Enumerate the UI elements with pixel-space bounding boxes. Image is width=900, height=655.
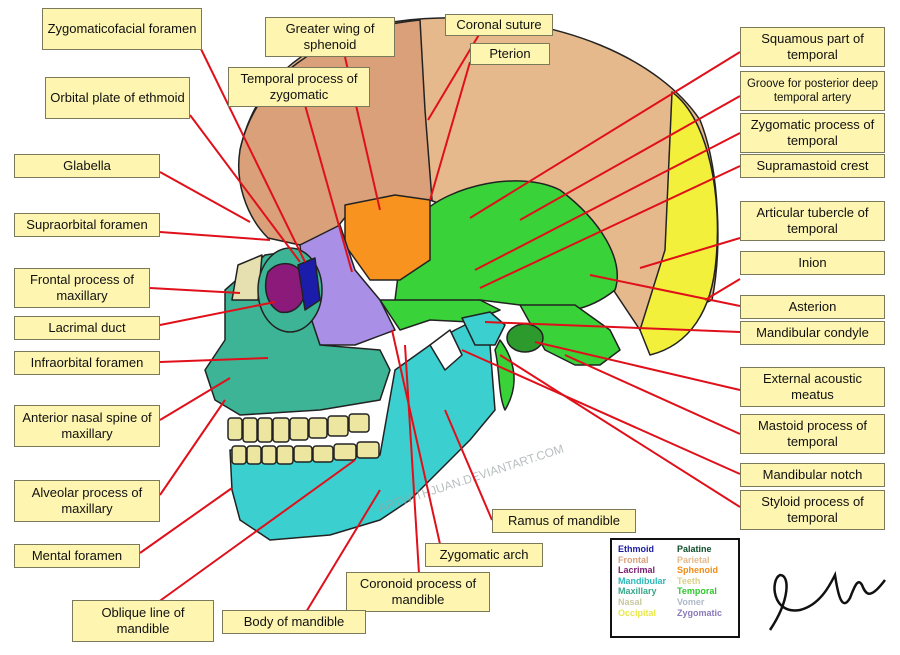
legend-item-vomer: Vomer — [677, 596, 705, 607]
nasal-bone — [231, 254, 263, 301]
label-zygomatic-process-of-temporal: Zygomatic process of temporal — [740, 113, 885, 153]
legend-item-sphenoid: Sphenoid — [677, 565, 718, 576]
label-pterion: Pterion — [470, 43, 550, 65]
label-anterior-nasal-spine-of-maxillary: Anterior nasal spine of maxillary — [14, 405, 160, 447]
legend-item-teeth: Teeth — [677, 575, 701, 586]
label-lacrimal-duct: Lacrimal duct — [14, 316, 160, 340]
label-supramastoid-crest: Supramastoid crest — [740, 154, 885, 178]
legend-item-lacrimal: Lacrimal — [618, 565, 656, 576]
label-glabella: Glabella — [14, 154, 160, 178]
upper-teeth — [227, 413, 370, 443]
label-groove-posterior-deep-temporal-artery: Groove for posterior deep temporal arter… — [740, 71, 885, 111]
lower-teeth — [231, 441, 380, 465]
label-alveolar-process-of-maxillary: Alveolar process of maxillary — [14, 480, 160, 522]
legend-item-maxillary: Maxillary — [618, 586, 657, 597]
label-inion: Inion — [740, 251, 885, 275]
coronoid-process — [429, 329, 463, 371]
label-mastoid-process-of-temporal: Mastoid process of temporal — [740, 414, 885, 454]
sphenoid-bone — [344, 194, 431, 281]
label-zygomatic-arch: Zygomatic arch — [425, 543, 543, 567]
label-coronoid-process-of-mandible: Coronoid process of mandible — [346, 572, 490, 612]
mandible-bone — [229, 319, 496, 541]
legend-item-occipital: Occipital — [618, 607, 657, 618]
label-oblique-line-of-mandible: Oblique line of mandible — [72, 600, 214, 642]
label-squamous-part-of-temporal: Squamous part of temporal — [740, 27, 885, 67]
mastoid-process — [519, 304, 621, 366]
legend-item-parietal: Parietal — [677, 554, 710, 565]
legend-item-temporal: Temporal — [677, 586, 717, 597]
legend-item-zygomatic: Zygomatic — [677, 607, 723, 618]
label-ramus-of-mandible: Ramus of mandible — [492, 509, 636, 533]
acoustic-meatus — [506, 323, 544, 353]
label-styloid-process-of-temporal: Styloid process of temporal — [740, 490, 885, 530]
label-infraorbital-foramen: Infraorbital foramen — [14, 351, 160, 375]
label-mental-foramen: Mental foramen — [14, 544, 140, 568]
legend-item-palatine: Palatine — [677, 544, 712, 554]
leader-lines — [139, 32, 741, 623]
label-coronal-suture: Coronal suture — [445, 14, 553, 36]
condyle — [461, 311, 506, 346]
label-temporal-process-of-zygomatic: Temporal process of zygomatic — [228, 67, 370, 107]
signature — [768, 570, 886, 631]
styloid-process — [494, 339, 515, 411]
label-asterion: Asterion — [740, 295, 885, 319]
label-supraorbital-foramen: Supraorbital foramen — [14, 213, 160, 237]
label-mandibular-condyle: Mandibular condyle — [740, 321, 885, 345]
label-orbital-plate-of-ethmoid: Orbital plate of ethmoid — [45, 77, 190, 119]
label-articular-tubercle-of-temporal: Articular tubercle of temporal — [740, 201, 885, 241]
ethmoid-bone — [297, 257, 321, 311]
label-greater-wing-of-sphenoid: Greater wing of sphenoid — [265, 17, 395, 57]
lacrimal-bone — [264, 262, 307, 314]
legend-item-frontal: Frontal — [618, 554, 649, 565]
legend-item-nasal: Nasal — [618, 596, 643, 607]
legend-item-ethmoid: Ethmoid — [618, 544, 654, 554]
label-mandibular-notch: Mandibular notch — [740, 463, 885, 487]
label-external-acoustic-meatus: External acoustic meatus — [740, 367, 885, 407]
legend-item-mandibular: Mandibular — [618, 575, 667, 586]
label-zygomaticofacial-foramen: Zygomaticofacial foramen — [42, 8, 202, 50]
label-frontal-process-of-maxillary: Frontal process of maxillary — [14, 268, 150, 308]
label-body-of-mandible: Body of mandible — [222, 610, 366, 634]
